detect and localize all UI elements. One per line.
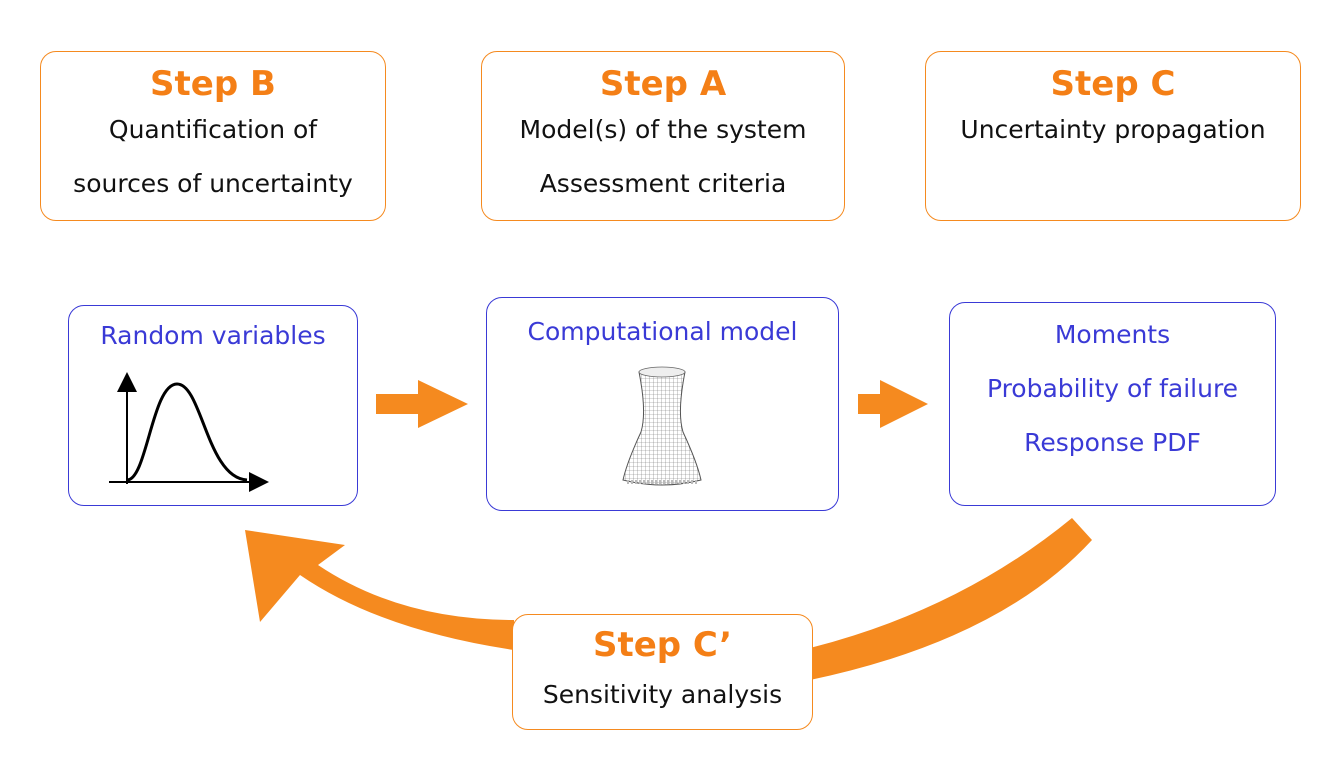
step-c-title: Step C bbox=[1050, 64, 1176, 104]
step-b-title: Step B bbox=[150, 64, 276, 104]
step-a-line-2: Assessment criteria bbox=[539, 169, 787, 198]
step-b-line-2: sources of uncertainty bbox=[73, 169, 353, 198]
step-c-prime-title: Step C’ bbox=[592, 625, 733, 665]
pdf-curve-icon bbox=[109, 372, 269, 492]
outputs-box: Moments Probability of failure Response … bbox=[949, 302, 1276, 506]
output-probability-of-failure: Probability of failure bbox=[986, 374, 1239, 403]
step-b-box: Step B Quantification of sources of unce… bbox=[40, 51, 386, 221]
computational-model-label: Computational model bbox=[527, 317, 798, 346]
step-a-title: Step A bbox=[599, 64, 727, 104]
feedback-arrow-icon bbox=[245, 530, 514, 650]
step-b-line-1: Quantification of bbox=[108, 115, 318, 144]
step-c-line-1: Uncertainty propagation bbox=[960, 115, 1266, 144]
arrow-right-icon bbox=[376, 380, 468, 428]
step-a-box: Step A Model(s) of the system Assessment… bbox=[481, 51, 845, 221]
feedback-arrow-icon bbox=[810, 518, 1092, 680]
output-response-pdf: Response PDF bbox=[1024, 428, 1201, 457]
computational-model-box: Computational model bbox=[486, 297, 839, 511]
output-moments: Moments bbox=[1054, 320, 1171, 349]
arrow-right-icon bbox=[858, 380, 928, 428]
random-variables-label: Random variables bbox=[100, 321, 326, 350]
step-c-box: Step C Uncertainty propagation bbox=[925, 51, 1301, 221]
step-a-line-1: Model(s) of the system bbox=[519, 115, 807, 144]
step-c-prime-box: Step C’ Sensitivity analysis bbox=[512, 614, 813, 730]
cooling-tower-mesh-icon bbox=[622, 366, 702, 486]
random-variables-box: Random variables bbox=[68, 305, 358, 506]
step-c-prime-line-1: Sensitivity analysis bbox=[542, 680, 783, 709]
